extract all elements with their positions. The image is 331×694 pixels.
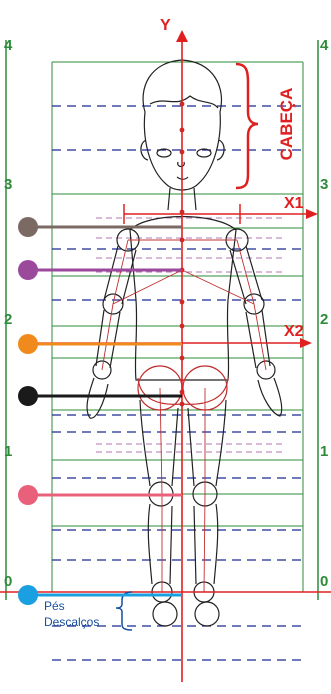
- figure-left-hand: [87, 378, 108, 418]
- figure-left-foot: [153, 602, 177, 626]
- figure-nose: [178, 162, 185, 167]
- feet-brace: [116, 592, 132, 630]
- marker-crotch-dot: [18, 386, 38, 406]
- figure-right-forearm: [246, 310, 270, 368]
- feet-label-line2: Descalços: [44, 615, 99, 629]
- x1-axis-label: X1: [284, 195, 304, 212]
- figure-right-thigh: [188, 400, 226, 486]
- right-scale-labels: 4 3 2 1 0: [320, 37, 329, 590]
- right-scale-0: 0: [320, 573, 328, 590]
- left-scale-3: 3: [4, 176, 12, 193]
- y-axis-arrow: [176, 30, 188, 42]
- body-markers: [18, 217, 182, 605]
- figure-right-foot: [195, 602, 219, 626]
- marker-waist-dot: [18, 334, 38, 354]
- x1-axis-arrow: [306, 209, 318, 219]
- marker-elbows-dot: [18, 260, 38, 280]
- figure-left-forearm: [96, 310, 120, 368]
- x2-axis-label: X2: [284, 323, 304, 340]
- left-scale-4: 4: [4, 37, 13, 54]
- right-scale-3: 3: [320, 176, 328, 193]
- left-scale-1: 1: [4, 443, 12, 460]
- figure-right-shin: [194, 504, 218, 584]
- left-scale-0: 0: [4, 573, 12, 590]
- right-scale-4: 4: [320, 37, 329, 54]
- feet-label-line1: Pés: [44, 599, 65, 613]
- left-scale-2: 2: [4, 311, 12, 328]
- figure-left-shin: [148, 504, 172, 584]
- figure-left-thigh: [140, 400, 178, 486]
- head-brace: [236, 64, 258, 188]
- right-scale-1: 1: [320, 443, 328, 460]
- head-label: CABEÇA: [277, 88, 296, 161]
- construction-lines: [102, 240, 266, 592]
- marker-shoulders-dot: [18, 217, 38, 237]
- marker-knees-dot: [18, 485, 38, 505]
- y-axis-label: Y: [160, 17, 171, 34]
- marker-feet-dot: [18, 585, 38, 605]
- right-scale-2: 2: [320, 311, 328, 328]
